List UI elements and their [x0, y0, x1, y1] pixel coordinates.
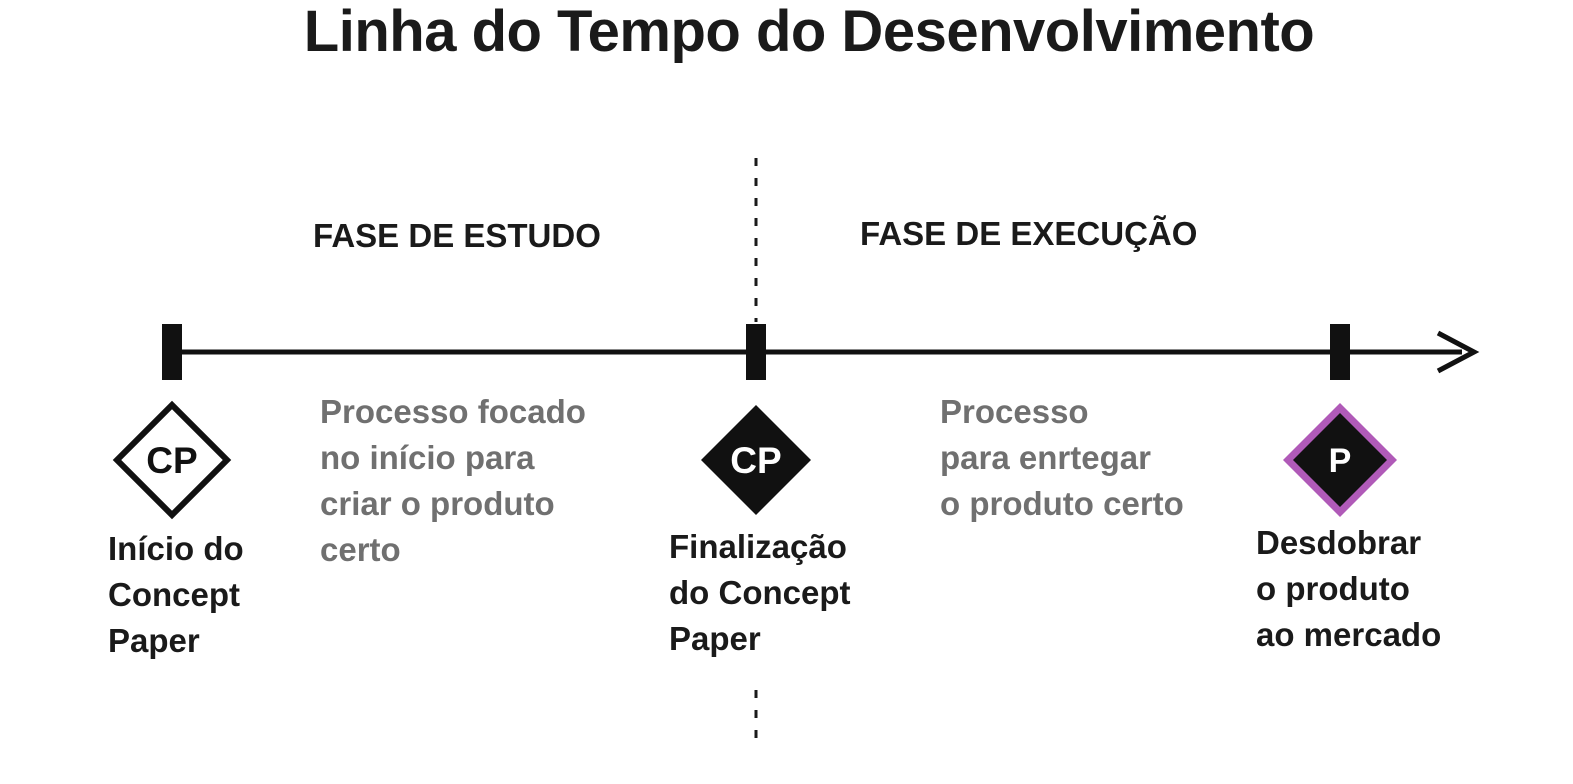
study-desc-line: Processo focado — [320, 393, 586, 430]
cp-outline-badge-icon: CP — [112, 400, 232, 520]
milestone-middle-label: Finalização do Concept Paper — [669, 524, 850, 662]
milestone-label-line: Concept — [108, 576, 240, 613]
diagram-title: Linha do Tempo do Desenvolvimento — [303, 0, 1315, 64]
milestone-start-label: Início do Concept Paper — [108, 526, 244, 664]
milestone-label-line: do Concept — [669, 574, 851, 611]
tick-middle — [746, 324, 766, 380]
exec-desc-line: o produto certo — [940, 485, 1184, 522]
milestone-label-line: Desdobrar — [1256, 524, 1422, 561]
study-phase-description: Processo focado no início para criar o p… — [320, 389, 586, 573]
badge-end-text: P — [1329, 442, 1352, 480]
tick-end — [1330, 324, 1350, 380]
study-desc-line: criar o produto — [320, 485, 555, 522]
milestone-label-line: Paper — [108, 622, 200, 659]
phase-study-label: FASE DE ESTUDO — [313, 217, 601, 254]
badge-start-text: CP — [146, 440, 197, 481]
study-desc-line: certo — [320, 531, 401, 568]
cp-filled-badge-icon: CP — [701, 405, 811, 515]
milestone-label-line: Paper — [669, 620, 761, 657]
milestone-end-label: Desdobrar o produto ao mercado — [1256, 520, 1441, 658]
phase-execution-label: FASE DE EXECUÇÃO — [860, 215, 1198, 252]
badge-middle-text: CP — [730, 440, 781, 481]
timeline-arrowhead — [1436, 330, 1480, 374]
product-badge-icon: P — [1283, 403, 1397, 517]
exec-desc-line: para enrtegar — [940, 439, 1151, 476]
milestone-label-line: Início do — [108, 530, 244, 567]
milestone-label-line: Finalização — [669, 528, 847, 565]
milestone-label-line: ao mercado — [1256, 616, 1442, 653]
milestone-label-line: o produto — [1256, 570, 1410, 607]
study-desc-line: no início para — [320, 439, 535, 476]
exec-desc-line: Processo — [940, 393, 1089, 430]
execution-phase-description: Processo para enrtegar o produto certo — [940, 389, 1184, 527]
tick-start — [162, 324, 182, 380]
